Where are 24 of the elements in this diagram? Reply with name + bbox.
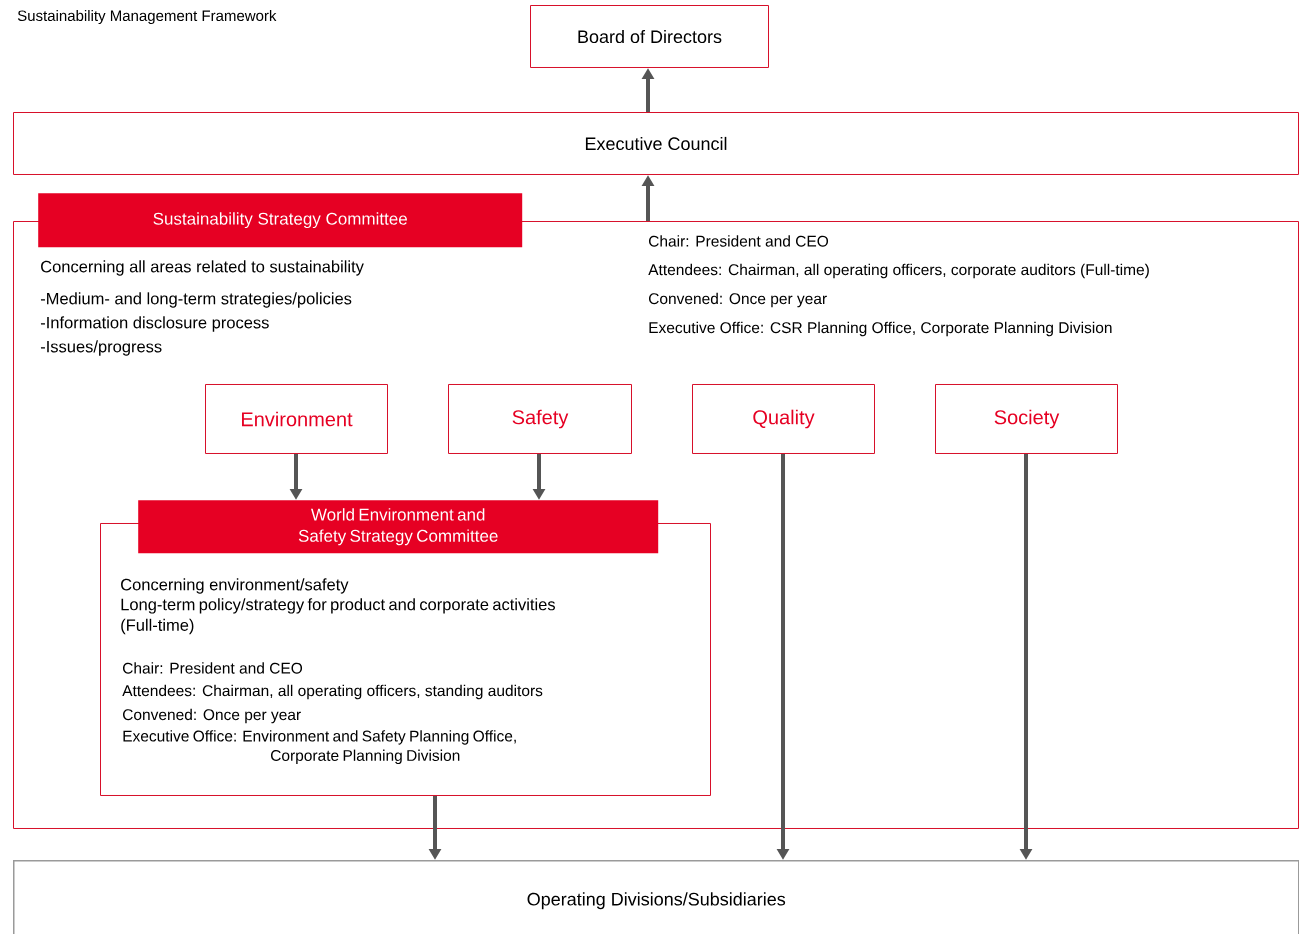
detail-text: Attendees: Chairman, all operating officers, standing auditors	[122, 684, 543, 700]
theme-box: Safety	[448, 384, 632, 454]
theme-box: Environment	[205, 384, 388, 454]
list-item: -Medium- and long-term strategies/policies	[40, 292, 352, 308]
board-box: Board of Directors	[530, 5, 769, 68]
diagram-title: Sustainability Management Framework	[17, 10, 277, 24]
description-text: Concerning environment/safety	[121, 578, 349, 594]
detail-text: Convened: Once per year	[649, 292, 827, 308]
description-text: Long-term policy/strategy for product and corporate activities (Full-time)	[121, 598, 555, 635]
detail-text: Chair: President and CEO	[123, 662, 303, 674]
theme-box: Society	[935, 384, 1118, 454]
detail-text: Executive Office: Environment and Safety Planning Office, Corporate Planning Division	[123, 730, 516, 765]
list-item: -Issues/progress	[40, 340, 162, 356]
council-box: Executive Council	[13, 112, 1299, 175]
theme-box: Quality	[692, 384, 875, 454]
committee-header: Sustainability Strategy Committee	[38, 193, 523, 248]
detail-text: Chair: President and CEO	[649, 235, 829, 247]
committee-header: World Environment and Safety Strategy Committee	[138, 500, 659, 554]
description-text: Concerning all areas related to sustainability	[41, 260, 364, 276]
detail-text: Attendees: Chairman, all operating officers, corporate auditors (Full-time)	[648, 263, 1149, 279]
list-item: -Information disclosure process	[40, 316, 269, 332]
divisions-box: Operating Divisions/Subsidiaries	[13, 860, 1299, 934]
detail-text: Executive Office: CSR Planning Office, Corporate Planning Division	[649, 321, 1112, 337]
detail-text: Convened: Once per year	[123, 708, 301, 724]
